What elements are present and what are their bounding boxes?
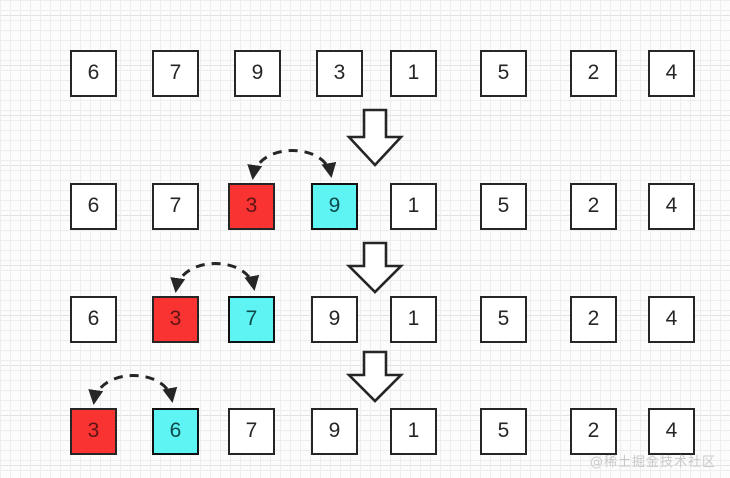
- down-arrow-3: [345, 350, 405, 403]
- cell-r3-c4: 1: [390, 408, 437, 455]
- cell-r0-c4: 1: [390, 50, 437, 97]
- watermark-text: @稀土掘金技术社区: [589, 455, 716, 470]
- cell-r3-c1-highlight-cyan: 6: [152, 408, 199, 455]
- cell-r2-c5: 5: [480, 296, 527, 343]
- cell-r1-c2-highlight-red: 3: [228, 183, 275, 230]
- cell-r3-c6: 2: [570, 408, 617, 455]
- swap-arc-step-3: [88, 374, 178, 405]
- cell-r2-c3: 9: [311, 296, 358, 343]
- cell-r1-c4: 1: [390, 183, 437, 230]
- cell-r2-c0: 6: [70, 296, 117, 343]
- cell-r2-c4: 1: [390, 296, 437, 343]
- cell-r0-c3: 3: [316, 50, 363, 97]
- cell-r1-c6: 2: [570, 183, 617, 230]
- cell-r3-c2: 7: [228, 408, 275, 455]
- cell-r1-c3-highlight-cyan: 9: [311, 183, 358, 230]
- cell-r2-c1-highlight-red: 3: [152, 296, 199, 343]
- cell-r1-c5: 5: [480, 183, 527, 230]
- cell-r2-c2-highlight-cyan: 7: [228, 296, 275, 343]
- cell-r3-c0-highlight-red: 3: [70, 408, 117, 455]
- cell-r2-c6: 2: [570, 296, 617, 343]
- cell-r0-c2: 9: [234, 50, 281, 97]
- cell-r0-c7: 4: [648, 50, 695, 97]
- swap-arc-step-1: [247, 149, 337, 180]
- cell-r1-c0: 6: [70, 183, 117, 230]
- cell-r1-c1: 7: [152, 183, 199, 230]
- cell-r1-c7: 4: [648, 183, 695, 230]
- cell-r3-c7: 4: [648, 408, 695, 455]
- cell-r3-c3: 9: [311, 408, 358, 455]
- swap-arc-step-2: [170, 262, 260, 293]
- cell-r0-c1: 7: [152, 50, 199, 97]
- cell-r0-c6: 2: [570, 50, 617, 97]
- down-arrow-1: [346, 108, 404, 167]
- cell-r0-c5: 5: [480, 50, 527, 97]
- cell-r2-c7: 4: [648, 296, 695, 343]
- down-arrow-2: [345, 241, 405, 294]
- cell-r0-c0: 6: [70, 50, 117, 97]
- cell-r3-c5: 5: [480, 408, 527, 455]
